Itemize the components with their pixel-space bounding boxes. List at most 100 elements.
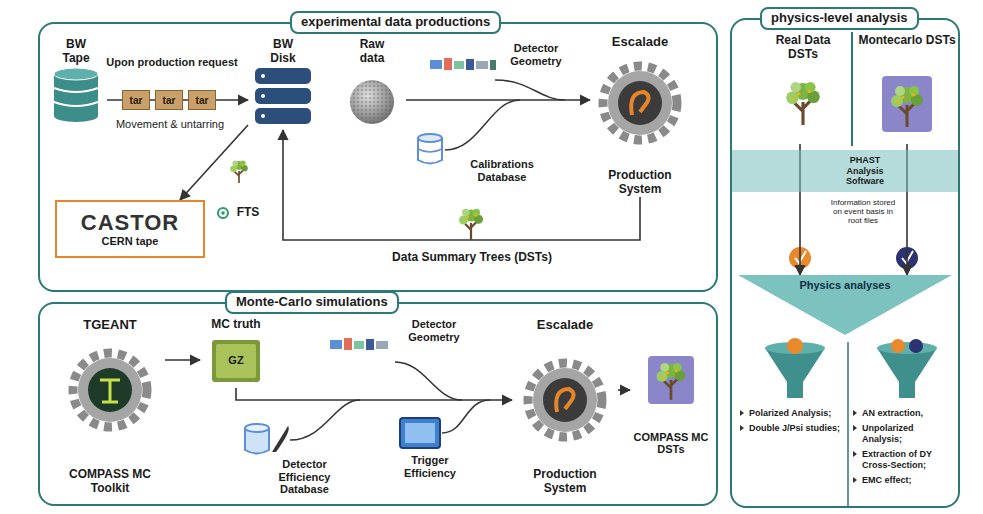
- edge-label: Data Summary Trees (DSTs): [383, 250, 562, 264]
- production-gear: EscaladeProduction System: [512, 318, 618, 496]
- mc-dst-icon: [648, 356, 694, 404]
- tgeant-gear: [78, 358, 142, 422]
- physics-icons: [765, 32, 937, 506]
- note-text: Upon production request: [104, 56, 240, 69]
- toolkit-gear: TGEANTCOMPASS MC Toolkit: [55, 318, 165, 496]
- fts-logo: [218, 208, 228, 218]
- raw-data-sphere: [350, 80, 394, 124]
- bullet-item: Polarized Analysis;: [740, 408, 844, 419]
- escalade-gear-mc: [556, 389, 573, 412]
- connector-arrow: [283, 130, 640, 240]
- edge-label: Movement & untarring: [113, 118, 227, 131]
- mc-truth-icon: [212, 340, 260, 382]
- panel-title: Monte-Carlo simulations: [225, 291, 399, 314]
- storage-node: BW Disk: [248, 38, 318, 130]
- dst-tree: [459, 209, 483, 240]
- node-text: COMPASS MC Toolkit: [55, 468, 165, 496]
- disk-icon: [255, 88, 311, 104]
- physics-icons: [847, 342, 849, 506]
- input-label: Detector Geometry: [500, 42, 572, 67]
- detector-geometry-icon: [476, 61, 488, 69]
- tape-icon: [54, 88, 98, 106]
- section-panel: Monte-Carlo simulationsTGEANTCOMPASS MC …: [38, 302, 718, 506]
- bullet-list: AN extraction, Unpolarized Analysis; Extra…: [853, 408, 955, 490]
- mc-detector-geometry-icon: [376, 341, 388, 349]
- calibration-db-icon: [418, 149, 442, 152]
- dst-column: Montecarlo DSTs: [858, 34, 956, 144]
- mc-truth-node: MC truth: [200, 318, 272, 388]
- logo-text: FTS: [230, 206, 266, 220]
- analysis-funnel: Physics analyses: [738, 275, 952, 335]
- calibration-db-icon: [445, 100, 520, 150]
- tgeant-gear: [73, 353, 147, 427]
- tape-archive-box: CASTORCERN tape: [55, 200, 205, 258]
- dst-node: COMPASS MC DSTs: [630, 352, 712, 456]
- input-label: Calibrations Database: [452, 158, 552, 183]
- node-text: BW Tape: [55, 38, 97, 66]
- escalade-gear: [608, 71, 672, 135]
- efficiency-db-icon: [290, 400, 360, 440]
- fts-logo: [221, 211, 225, 215]
- calibration-db-icon: [418, 134, 442, 142]
- node-text: Physics analyses: [799, 279, 890, 292]
- connector-arrow: [236, 388, 512, 400]
- trigger-icon: [400, 400, 490, 448]
- connector-arrow: [180, 125, 248, 200]
- node-text: CASTOR: [81, 210, 180, 235]
- connector-arrow: [618, 389, 630, 391]
- bullet-item: Extraction of DY Cross-Section;: [853, 449, 955, 471]
- tgeant-gear: [73, 353, 147, 427]
- raw-data-sphere: [350, 80, 394, 124]
- trigger-icon: [442, 400, 490, 433]
- fts-logo: [218, 208, 228, 218]
- mc-detector-geometry-icon: [366, 339, 374, 350]
- disk-icon: [255, 68, 311, 124]
- panel-title: experimental data productions: [290, 11, 501, 34]
- bullet-list: Polarized Analysis;Double J/Psi studies;: [740, 408, 844, 438]
- physics-icons: [877, 342, 937, 354]
- node-text: Real Data DSTs: [772, 34, 834, 62]
- tgeant-gear: [88, 368, 132, 412]
- escalade-gear-mc: [528, 363, 602, 437]
- mc-detector-geometry-icon: [395, 362, 462, 400]
- bullet-item: AN extraction,: [853, 408, 955, 419]
- dst-column: Real Data DSTs: [758, 34, 848, 144]
- mc-detector-geometry-icon: [330, 338, 462, 400]
- bullet-item: Unpolarized Analysis;: [853, 423, 955, 445]
- archive-box: tar: [122, 90, 150, 110]
- icon-text: GZ: [220, 354, 252, 367]
- archive-box: tar: [188, 90, 216, 110]
- physics-icons: [909, 339, 923, 353]
- detector-geometry-icon: [495, 80, 565, 100]
- mc-truth-icon: [216, 344, 256, 378]
- escalade-gear: [631, 92, 648, 115]
- physics-icons: [891, 86, 923, 127]
- tgeant-gear: [100, 380, 120, 402]
- trigger-icon: [405, 423, 435, 443]
- mc-truth-icon: [212, 340, 260, 382]
- physics-icons: [882, 76, 932, 132]
- physics-icons: [787, 338, 803, 354]
- escalade-gear-mc: [543, 378, 587, 422]
- escalade-gear-mc: [528, 363, 602, 437]
- mc-detector-geometry-icon: [344, 338, 352, 350]
- mc-dst-icon: [648, 356, 694, 404]
- escalade-gear: [603, 66, 677, 140]
- disk-icon: [255, 108, 311, 124]
- escalade-gear: [603, 66, 677, 140]
- calibration-db-icon: [418, 100, 520, 164]
- node-text: PHAST Analysis Software: [835, 155, 895, 186]
- disk-icon: [261, 114, 265, 118]
- disk-icon: [255, 68, 311, 84]
- disk-icon: [261, 94, 265, 98]
- node-text: Escalade: [537, 318, 593, 333]
- note-text: Information stored on event basis in roo…: [828, 198, 898, 226]
- efficiency-db-icon: [245, 400, 360, 454]
- escalade-gear-mc: [533, 368, 597, 432]
- mc-detector-geometry-icon: [330, 340, 342, 349]
- detector-geometry-icon: [430, 60, 442, 69]
- bullet-item: EMC effect;: [853, 475, 955, 486]
- archive-box: tar: [155, 90, 183, 110]
- node-text: Production System: [512, 468, 618, 496]
